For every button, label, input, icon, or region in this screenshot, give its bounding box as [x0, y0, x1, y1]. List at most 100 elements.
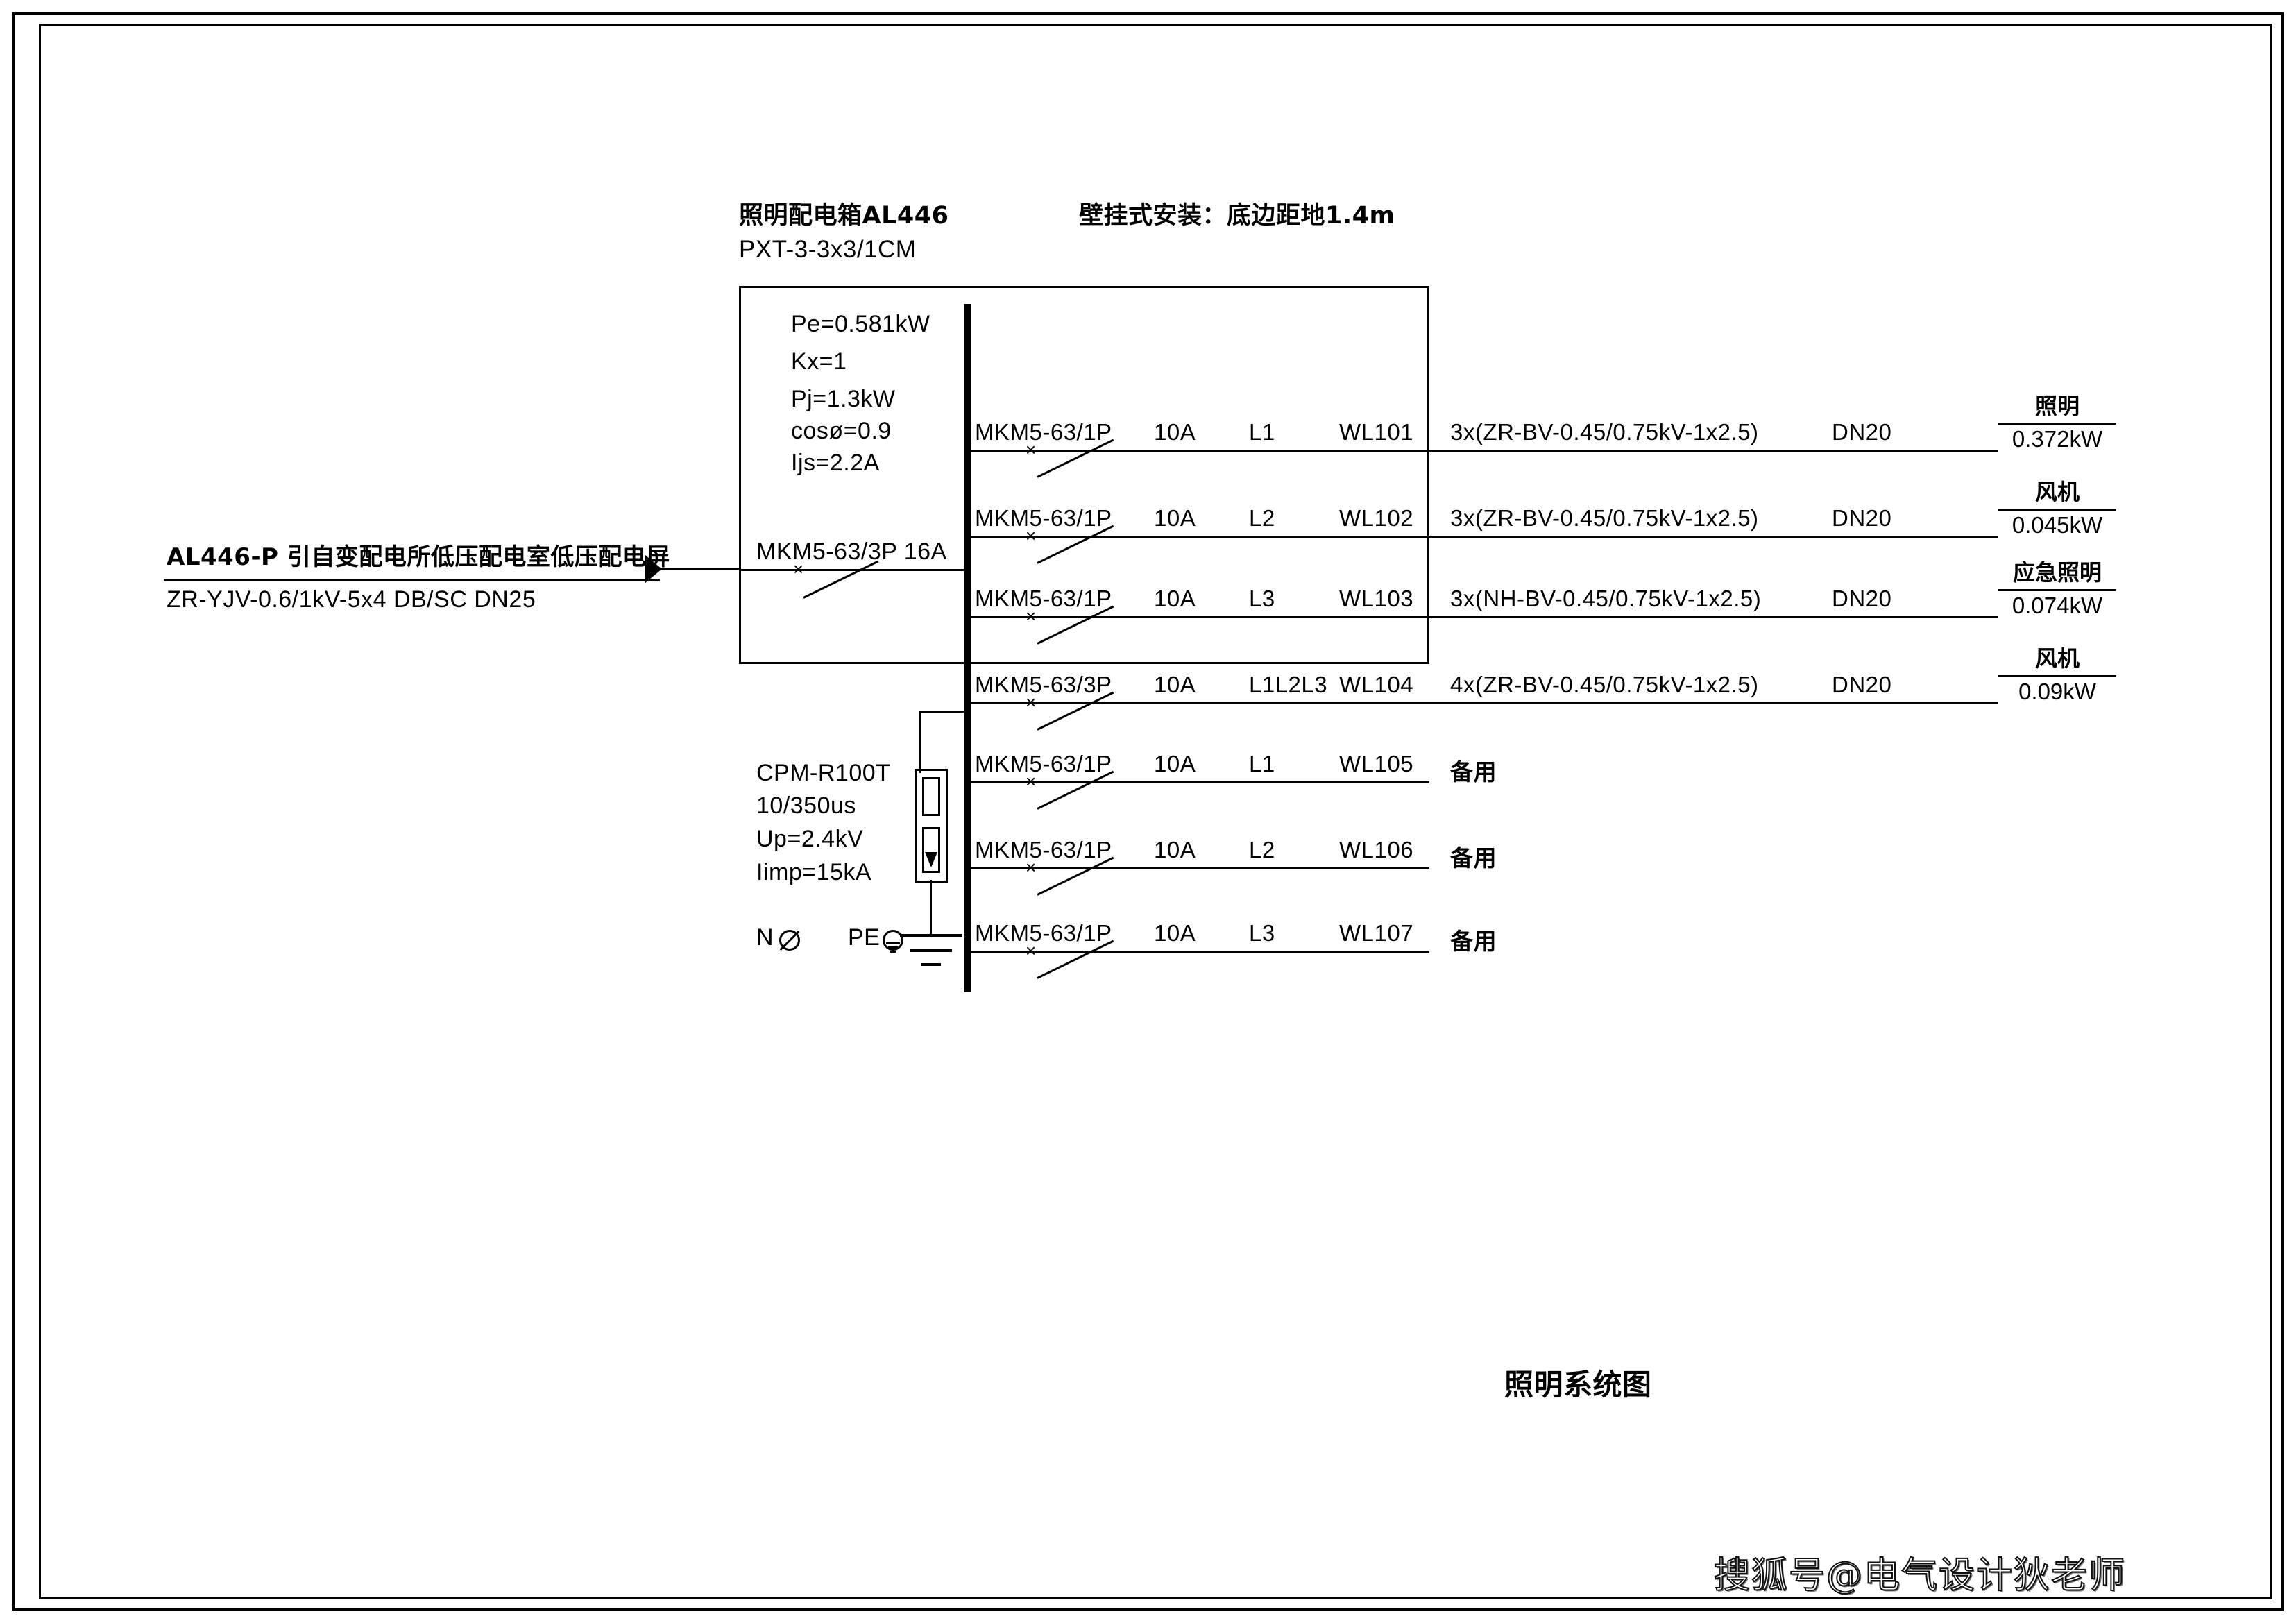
main-breaker-line-out — [881, 569, 966, 571]
circuit-load-divider — [1998, 509, 2116, 511]
circuit-phase-label: L1 — [1249, 751, 1275, 776]
circuit-breaker-rating: 10A — [1154, 920, 1196, 946]
circuit-spare-label: 备用 — [1450, 758, 1497, 785]
circuit-load-name: 照明 — [2034, 393, 2080, 419]
circuit-phase-label: L3 — [1249, 920, 1275, 946]
circuit-breaker-cross-icon: × — [1026, 525, 1037, 546]
circuit-id-label: WL101 — [1339, 419, 1414, 445]
circuit-breaker-cross-icon: × — [1026, 692, 1037, 713]
circuit-load-annotation: 应急照明 0.074kW — [1998, 555, 2116, 619]
circuit-conductor-line — [971, 450, 1998, 452]
circuit-conductor-line — [971, 951, 1429, 953]
panel-mounting-note: 壁挂式安装：底边距地1.4m — [1079, 202, 1395, 230]
spd-arrow-glyph-icon — [925, 831, 937, 867]
circuit-load-name: 风机 — [2034, 479, 2080, 505]
circuit-id-label: WL104 — [1339, 672, 1414, 697]
n-terminal-circle-icon — [779, 930, 800, 951]
panel-name-label: 照明配电箱AL446 — [739, 202, 949, 230]
circuit-spare-label: 备用 — [1450, 844, 1497, 872]
circuit-id-label: WL107 — [1339, 920, 1414, 946]
circuit-phase-label: L2 — [1249, 837, 1275, 863]
spd-tap-line — [919, 711, 967, 713]
circuit-breaker-cross-icon: × — [1026, 857, 1037, 878]
earth-bar-1-icon — [900, 934, 962, 937]
circuit-conduit-spec: DN20 — [1832, 505, 1892, 531]
circuit-conductor-line — [971, 781, 1429, 783]
circuit-breaker-cross-icon: × — [1026, 606, 1037, 627]
pe-terminal-label: PE — [848, 924, 881, 951]
circuit-breaker-rating: 10A — [1154, 419, 1196, 445]
circuit-spare-label: 备用 — [1450, 928, 1497, 955]
circuit-cable-spec: 3x(ZR-BV-0.45/0.75kV-1x2.5) — [1450, 419, 1759, 445]
circuit-conductor-line — [971, 616, 1998, 618]
incoming-leader-line — [164, 579, 660, 581]
earth-bar-2-icon — [910, 949, 952, 952]
distribution-busbar — [964, 304, 971, 992]
earth-bar-3-icon — [921, 963, 941, 966]
circuit-breaker-rating: 10A — [1154, 672, 1196, 697]
incoming-arrow-icon — [645, 555, 662, 583]
circuit-breaker-model: MKM5-63/1P — [975, 751, 1112, 776]
circuit-conductor-line — [971, 867, 1429, 869]
spd-down-lead — [919, 711, 921, 773]
panel-param-pe: Pe=0.581kW — [791, 311, 930, 337]
circuit-load-annotation: 风机 0.045kW — [1998, 475, 2116, 538]
circuit-cable-spec: 3x(NH-BV-0.45/0.75kV-1x2.5) — [1450, 586, 1762, 611]
circuit-load-power: 0.045kW — [2012, 512, 2103, 538]
circuit-load-name: 应急照明 — [2012, 559, 2102, 586]
circuit-phase-label: L2 — [1249, 505, 1275, 531]
circuit-load-name: 风机 — [2034, 645, 2080, 672]
circuit-id-label: WL106 — [1339, 837, 1414, 863]
spd-model-label: CPM-R100T — [756, 760, 891, 786]
main-breaker-line-in — [739, 569, 963, 571]
circuit-phase-label: L1 — [1249, 419, 1275, 445]
circuit-breaker-model: MKM5-63/1P — [975, 419, 1112, 445]
panel-param-cos: cosø=0.9 — [791, 418, 892, 444]
panel-model-label: PXT-3-3x3/1CM — [739, 236, 917, 263]
drawing-title: 照明系统图 — [1504, 1368, 1652, 1402]
panel-param-kx: Kx=1 — [791, 348, 847, 375]
spd-up-label: Up=2.4kV — [756, 826, 864, 852]
circuit-breaker-cross-icon: × — [1026, 439, 1037, 460]
spd-gap-element-icon — [922, 777, 940, 816]
circuit-load-power: 0.09kW — [2018, 679, 2096, 704]
spd-earth-lead — [930, 880, 932, 935]
circuit-cable-spec: 3x(ZR-BV-0.45/0.75kV-1x2.5) — [1450, 505, 1759, 531]
circuit-load-power: 0.372kW — [2012, 426, 2103, 452]
sheet-border-outer — [12, 12, 2284, 1611]
pe-terminal-earth-1-icon — [886, 942, 900, 944]
pe-terminal-circle-icon — [883, 930, 903, 951]
circuit-breaker-model: MKM5-63/3P — [975, 672, 1112, 697]
circuit-conductor-line — [971, 536, 1998, 538]
circuit-id-label: WL105 — [1339, 751, 1414, 776]
circuit-breaker-rating: 10A — [1154, 505, 1196, 531]
circuit-breaker-rating: 10A — [1154, 586, 1196, 611]
circuit-load-divider — [1998, 589, 2116, 591]
circuit-phase-label: L3 — [1249, 586, 1275, 611]
circuit-breaker-rating: 10A — [1154, 837, 1196, 863]
circuit-breaker-cross-icon: × — [1026, 771, 1037, 792]
watermark-text: 搜狐号@电气设计狄老师 — [1713, 1554, 2127, 1597]
circuit-load-annotation: 风机 0.09kW — [1998, 641, 2116, 705]
pe-terminal-earth-2-icon — [888, 946, 898, 949]
circuit-phase-label: L1L2L3 — [1249, 672, 1328, 697]
main-breaker-label: MKM5-63/3P 16A — [756, 538, 947, 565]
panel-enclosure-box — [739, 286, 1429, 664]
circuit-load-annotation: 照明 0.372kW — [1998, 389, 2116, 452]
circuit-conductor-line — [971, 702, 1998, 704]
panel-param-pj: Pj=1.3kW — [791, 386, 896, 412]
panel-param-ijs: Ijs=2.2A — [791, 450, 880, 476]
circuit-breaker-cross-icon: × — [1026, 940, 1037, 961]
incoming-source-label: AL446-P 引自变配电所低压配电室低压配电屏 — [167, 543, 670, 571]
main-breaker-cross-icon: × — [793, 559, 804, 579]
circuit-conduit-spec: DN20 — [1832, 586, 1892, 611]
n-terminal-label: N — [756, 924, 774, 951]
spd-waveform-label: 10/350us — [756, 792, 856, 819]
circuit-conduit-spec: DN20 — [1832, 419, 1892, 445]
circuit-breaker-model: MKM5-63/1P — [975, 920, 1112, 946]
circuit-breaker-model: MKM5-63/1P — [975, 505, 1112, 531]
circuit-cable-spec: 4x(ZR-BV-0.45/0.75kV-1x2.5) — [1450, 672, 1759, 697]
circuit-load-power: 0.074kW — [2012, 593, 2103, 618]
spd-iimp-label: Iimp=15kA — [756, 859, 872, 885]
